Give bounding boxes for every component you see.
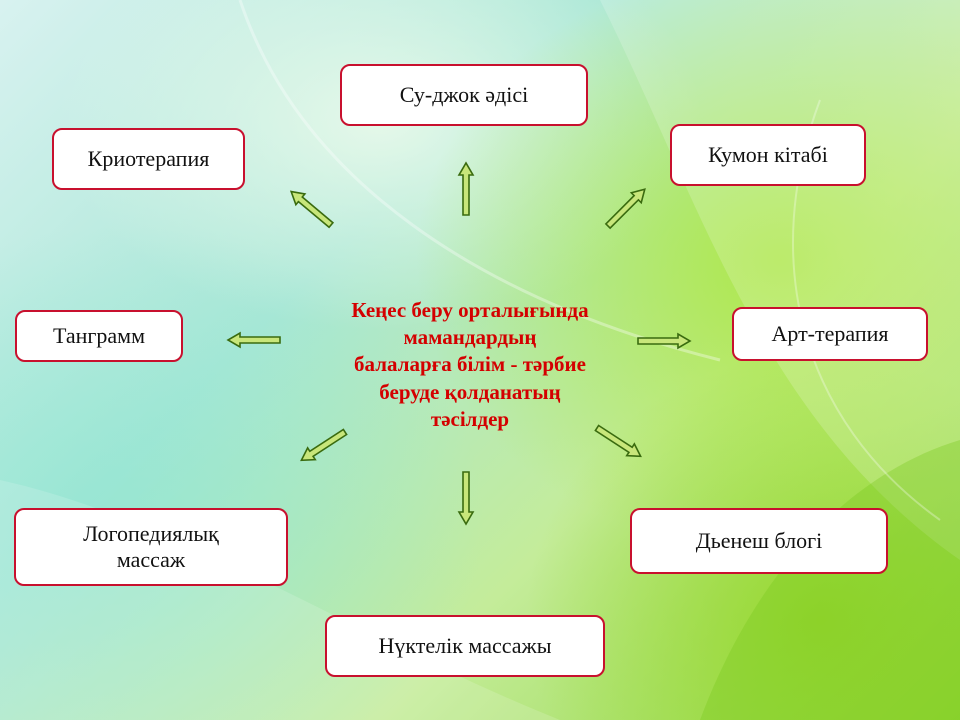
node-speech-massage: Логопедиялық массаж: [14, 508, 288, 586]
node-su-jok: Су-джок әдісі: [340, 64, 588, 126]
node-cryotherapy: Криотерапия: [52, 128, 245, 190]
arrow-up-right: [602, 183, 651, 232]
arrow-up-left: [285, 185, 337, 232]
arrow-left: [227, 332, 281, 348]
node-kumon: Кумон кітабі: [670, 124, 866, 186]
node-dienes: Дьенеш блогі: [630, 508, 888, 574]
center-title: Кеңес беру орталығында мамандардың балал…: [351, 297, 589, 431]
node-art-therapy: Арт-терапия: [732, 307, 928, 361]
node-point-massage: Нүктелік массажы: [325, 615, 605, 677]
arrow-down: [458, 471, 474, 525]
arrow-right: [637, 333, 691, 349]
arrow-up: [458, 162, 474, 216]
node-tangram: Танграмм: [15, 310, 183, 362]
